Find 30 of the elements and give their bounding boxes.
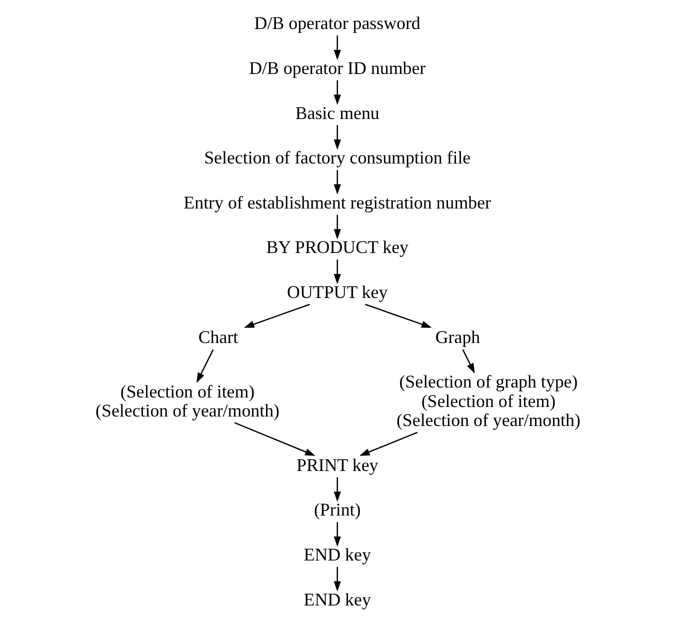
arrow: [333, 260, 340, 284]
arrow: [243, 304, 310, 328]
arrow: [333, 35, 340, 60]
node-text: D/B operator ID number: [248, 58, 426, 78]
arrow: [234, 422, 315, 456]
node-text: END key: [303, 589, 370, 610]
node-text: (Selection of graph type) (Selection of item) (Selection of year/month): [396, 372, 580, 430]
arrow: [333, 522, 340, 547]
node-text: Selection of factory consumption file: [204, 148, 470, 168]
arrow: [364, 304, 432, 328]
node-text: OUTPUT key: [286, 282, 388, 302]
node-text: BY PRODUCT key: [266, 237, 408, 258]
node-text: D/B operator password: [254, 13, 420, 34]
node-text: (Print): [313, 500, 360, 520]
node-text: END key: [303, 544, 370, 565]
arrow: [358, 432, 418, 456]
node-text: (Selection of item) (Selection of year/month): [95, 381, 280, 420]
node-text: Chart: [198, 326, 238, 347]
node-text: Graph: [434, 326, 480, 347]
arrow: [333, 80, 340, 105]
arrow: [196, 349, 214, 383]
arrow: [333, 125, 340, 150]
arrow: [333, 477, 340, 502]
node-text: Basic menu: [294, 102, 379, 123]
arrow: [333, 170, 340, 195]
arrow: [333, 566, 340, 592]
node-text: Entry of establishment registration number: [183, 192, 491, 212]
arrow: [333, 214, 340, 240]
node-text: PRINT key: [296, 454, 378, 475]
arrow: [462, 349, 474, 374]
